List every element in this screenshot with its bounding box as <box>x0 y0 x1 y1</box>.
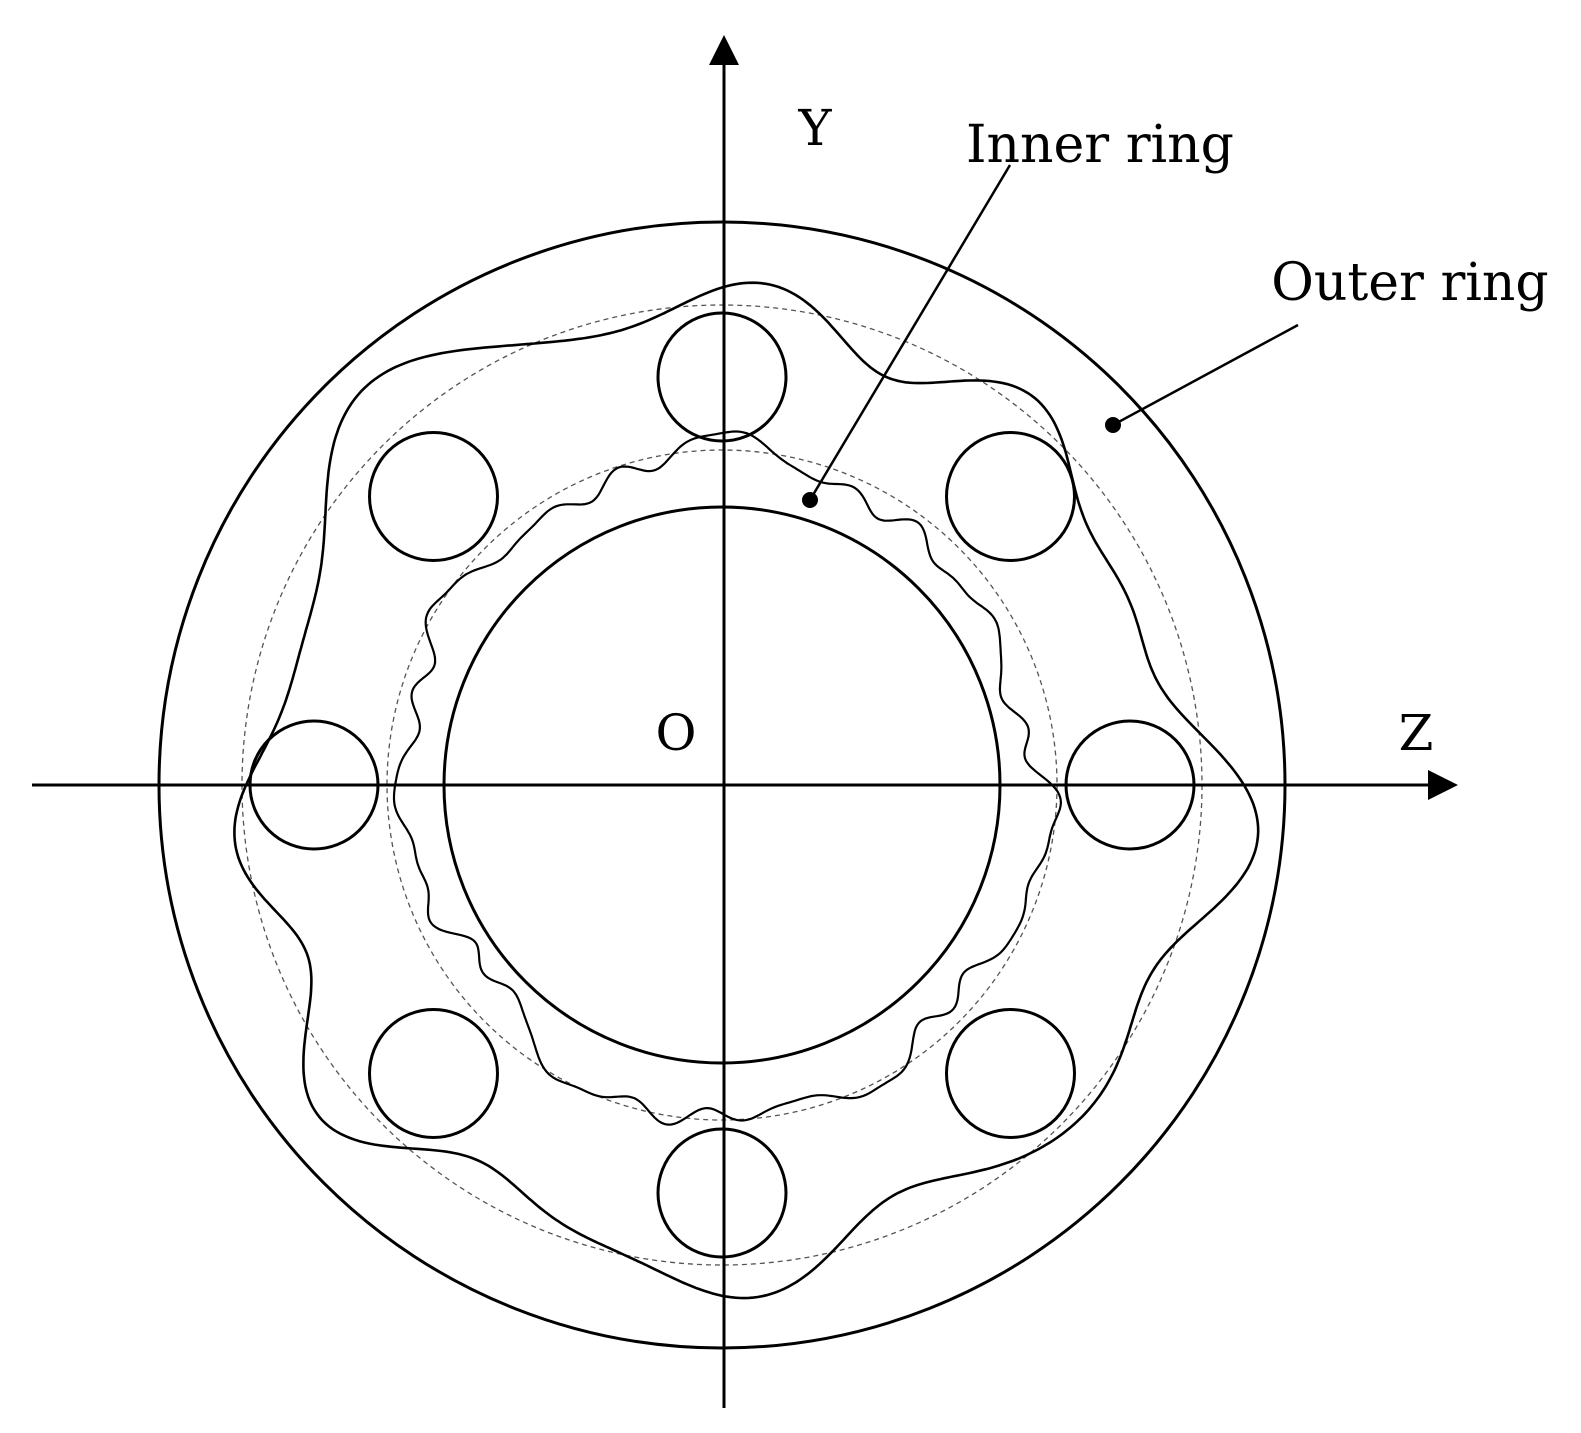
origin-label: O <box>656 704 697 762</box>
rolling-element <box>945 431 1076 562</box>
outer-ring-label: Outer ring <box>1271 253 1548 313</box>
rolling-element <box>368 431 499 562</box>
outer-ring-leader-line <box>1112 323 1299 427</box>
rolling-element <box>656 311 788 443</box>
outer-ring-leader-dot <box>1105 417 1121 433</box>
rolling-element <box>945 1008 1076 1139</box>
inner-ring-label: Inner ring <box>966 115 1234 175</box>
inner-ring-leader-dot <box>802 492 818 508</box>
y-axis-label: Y <box>797 99 832 157</box>
rolling-element <box>656 1127 788 1259</box>
z-axis-label: Z <box>1399 704 1434 762</box>
rolling-element <box>368 1008 499 1139</box>
inner-ring-leader-line <box>808 164 1012 501</box>
